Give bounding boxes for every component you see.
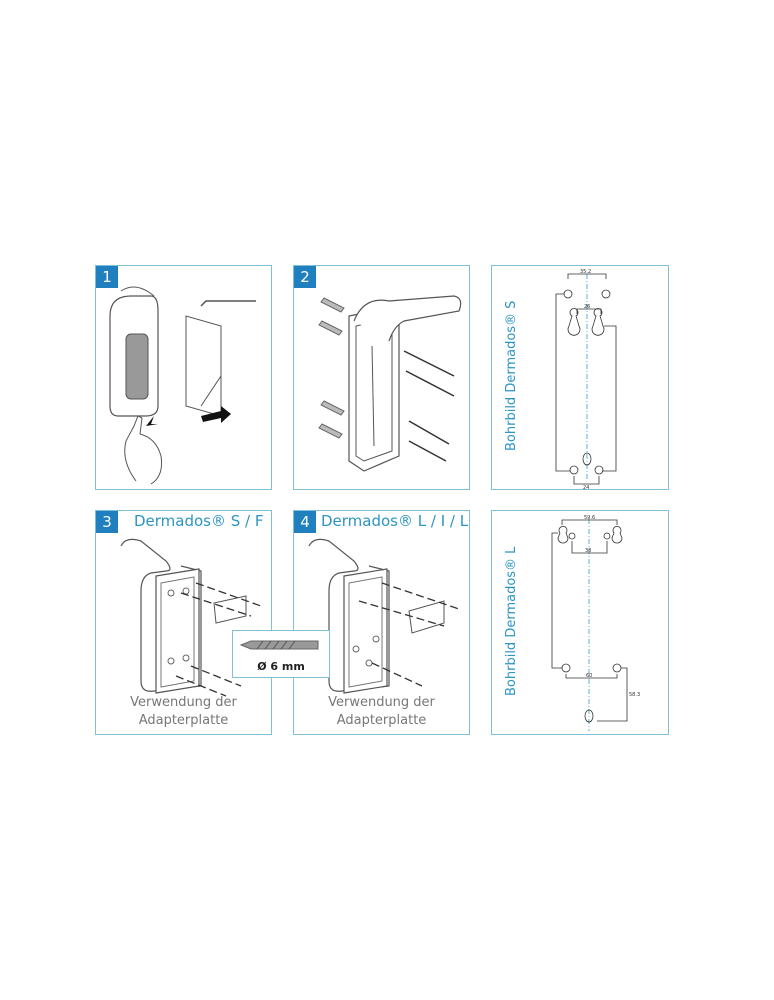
dispenser-removal-illustration [109,286,256,485]
step-4-caption: Verwendung der Adapterplatte [294,694,469,730]
step-number-badge: 1 [96,266,118,288]
dim-label: 38 [585,548,591,554]
step-4-title: Dermados® L / I / LF [321,512,470,530]
dim-label: 60 [586,673,592,679]
step-number-badge: 3 [96,511,118,533]
step-number-badge: 2 [294,266,316,288]
step-number-badge: 4 [294,511,316,533]
dim-label: 59.6 [584,515,595,521]
caption-line: Adapterplatte [336,713,427,728]
caption-line: Adapterplatte [138,713,229,728]
step-1-panel: 1 [95,265,272,490]
dim-label: 35.2 [580,269,591,275]
drill-bit-inset: Ø 6 mm [232,630,330,678]
drilling-template-s-panel: Bohrbild Dermados® S 35.2 26 24 [491,265,669,490]
adapter-plate-s-illustration [120,538,262,697]
dim-label: 24 [583,485,589,490]
step-3-panel: 3 Dermados® S / F Verwendung der Adapter… [95,510,272,735]
wall-mounting-illustration [318,295,462,472]
step-2-panel: 2 [293,265,470,490]
drill-diameter-label: Ø 6 mm [257,660,305,673]
caption-line: Verwendung der [130,695,237,710]
drilling-template-l-drawing: 59.6 38 60 58.3 [551,515,640,731]
caption-line: Verwendung der [328,695,435,710]
dim-label: 58.3 [629,692,640,698]
drilling-template-l-panel: Bohrbild Dermados® L 59.6 38 60 58.3 [491,510,669,735]
step-3-title: Dermados® S / F [134,512,264,530]
step-4-panel: 4 Dermados® L / I / LF Verwendung der Ad… [293,510,470,735]
drilling-template-s-drawing: 35.2 26 24 [555,269,617,490]
step-3-caption: Verwendung der Adapterplatte [96,694,271,730]
dim-label: 26 [584,304,590,310]
drill-bit-icon [239,640,319,650]
